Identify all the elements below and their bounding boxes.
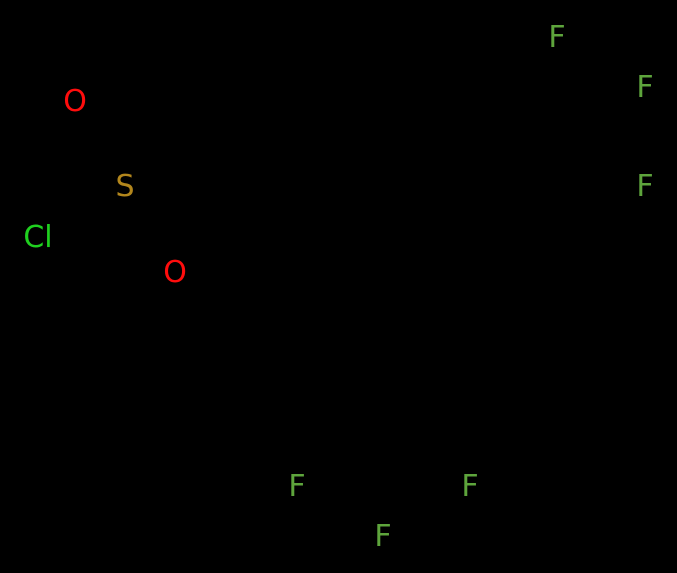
- atom-label-o: O: [63, 84, 87, 119]
- atom-label-s: S: [115, 169, 135, 204]
- atom-label-f: F: [636, 169, 654, 204]
- atom-label-f: F: [548, 20, 566, 55]
- atom-label-f: F: [636, 70, 654, 105]
- atom-label-o: O: [163, 255, 187, 290]
- atom-label-f: F: [288, 469, 306, 504]
- atom-label-cl: Cl: [23, 220, 53, 255]
- atom-label-f: F: [461, 469, 479, 504]
- atom-label-f: F: [374, 519, 392, 554]
